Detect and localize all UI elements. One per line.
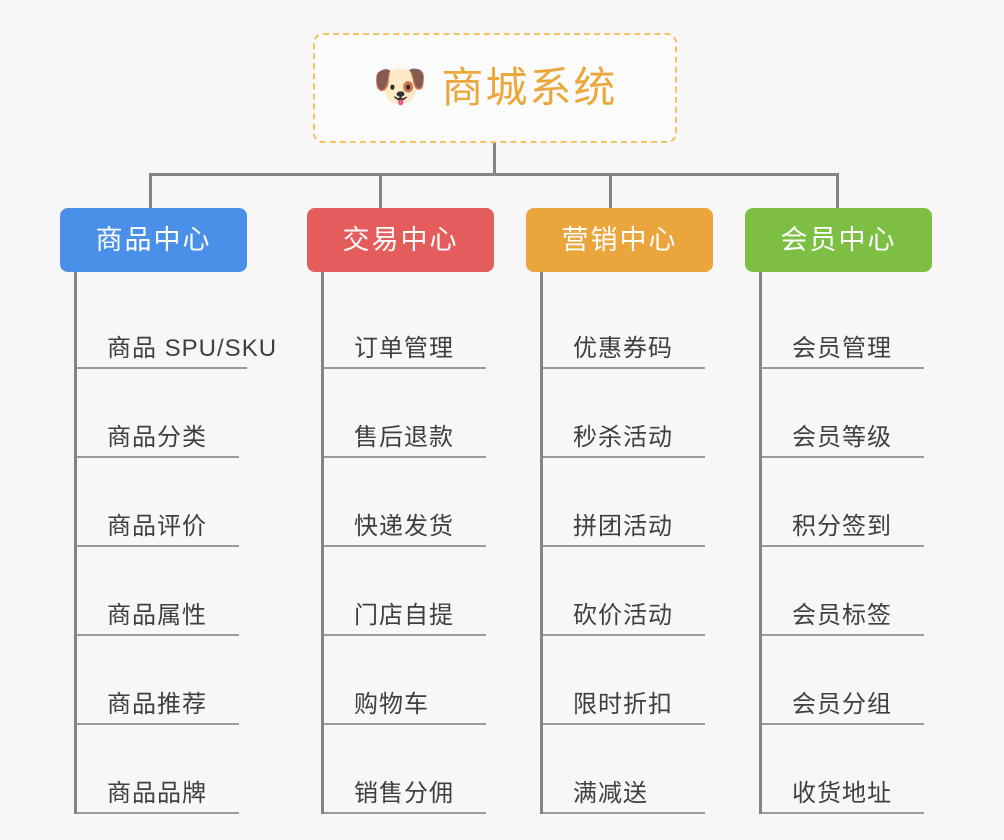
leaf-item-label: 积分签到 <box>792 513 892 541</box>
branch-spine-marketing-center: 优惠券码秒杀活动拼团活动砍价活动限时折扣满减送 <box>540 272 713 814</box>
leaf-item[interactable]: 门店自提 <box>324 547 494 636</box>
leaf-underline: 商品评价 <box>77 513 239 547</box>
leaf-underline: 商品推荐 <box>77 691 239 725</box>
leaf-underline: 订单管理 <box>324 335 486 369</box>
category-header-marketing-center[interactable]: 营销中心 <box>526 208 713 272</box>
leaf-item[interactable]: 会员等级 <box>762 369 932 458</box>
leaf-item[interactable]: 会员管理 <box>762 280 932 369</box>
leaf-item-label: 满减送 <box>573 780 648 808</box>
leaf-underline: 商品属性 <box>77 602 239 636</box>
leaf-item[interactable]: 订单管理 <box>324 280 494 369</box>
connector-drop-member-center <box>836 173 839 209</box>
leaf-item[interactable]: 商品评价 <box>77 458 247 547</box>
leaf-item[interactable]: 限时折扣 <box>543 636 713 725</box>
leaf-item-label: 收货地址 <box>792 780 892 808</box>
branch-spine-member-center: 会员管理会员等级积分签到会员标签会员分组收货地址 <box>759 272 932 814</box>
leaf-underline: 销售分佣 <box>324 780 486 814</box>
leaf-item[interactable]: 优惠券码 <box>543 280 713 369</box>
leaf-underline: 售后退款 <box>324 424 486 458</box>
leaf-item-label: 会员分组 <box>792 691 892 719</box>
leaf-underline: 拼团活动 <box>543 513 705 547</box>
leaf-item[interactable]: 快递发货 <box>324 458 494 547</box>
leaf-underline: 快递发货 <box>324 513 486 547</box>
leaf-underline: 门店自提 <box>324 602 486 636</box>
leaf-item-label: 商品分类 <box>107 424 207 452</box>
leaf-item-label: 销售分佣 <box>354 780 454 808</box>
leaf-underline: 购物车 <box>324 691 486 725</box>
connector-drop-product-center <box>149 173 152 209</box>
leaf-item-label: 会员管理 <box>792 335 892 363</box>
leaf-item-label: 售后退款 <box>354 424 454 452</box>
leaf-item[interactable]: 销售分佣 <box>324 725 494 814</box>
leaf-underline: 商品 SPU/SKU <box>77 335 276 369</box>
category-header-trade-center[interactable]: 交易中心 <box>307 208 494 272</box>
leaf-underline: 会员标签 <box>762 602 924 636</box>
leaf-underline: 商品品牌 <box>77 780 239 814</box>
leaf-item-label: 秒杀活动 <box>573 424 673 452</box>
category-column-marketing-center: 营销中心优惠券码秒杀活动拼团活动砍价活动限时折扣满减送 <box>526 208 713 814</box>
connector-drop-marketing-center <box>609 173 612 209</box>
leaf-item-label: 订单管理 <box>354 335 454 363</box>
leaf-underline: 优惠券码 <box>543 335 705 369</box>
leaf-underline: 积分签到 <box>762 513 924 547</box>
leaf-underline: 商品分类 <box>77 424 239 458</box>
connector-drop-trade-center <box>379 173 382 209</box>
category-column-trade-center: 交易中心订单管理售后退款快递发货门店自提购物车销售分佣 <box>307 208 494 814</box>
leaf-item[interactable]: 会员标签 <box>762 547 932 636</box>
leaf-item[interactable]: 购物车 <box>324 636 494 725</box>
leaf-item-label: 商品评价 <box>107 513 207 541</box>
leaf-item[interactable]: 售后退款 <box>324 369 494 458</box>
root-node-title: 商城系统 <box>441 64 618 111</box>
category-header-member-center[interactable]: 会员中心 <box>745 208 932 272</box>
leaf-item[interactable]: 商品分类 <box>77 369 247 458</box>
leaf-underline: 收货地址 <box>762 780 924 814</box>
leaf-underline: 砍价活动 <box>543 602 705 636</box>
leaf-underline: 会员分组 <box>762 691 924 725</box>
leaf-item-label: 快递发货 <box>354 513 454 541</box>
leaf-underline: 满减送 <box>543 780 705 814</box>
connector-horizontal-bus <box>149 173 839 176</box>
connector-root-vertical <box>493 143 496 176</box>
leaf-item[interactable]: 收货地址 <box>762 725 932 814</box>
leaf-underline: 会员管理 <box>762 335 924 369</box>
leaf-item-label: 商品 SPU/SKU <box>107 335 278 363</box>
leaf-item-label: 砍价活动 <box>573 602 673 630</box>
leaf-item[interactable]: 秒杀活动 <box>543 369 713 458</box>
leaf-item[interactable]: 拼团活动 <box>543 458 713 547</box>
leaf-item-label: 商品品牌 <box>107 780 207 808</box>
root-node-mall-system[interactable]: 🐶 商城系统 <box>313 33 677 143</box>
leaf-item[interactable]: 砍价活动 <box>543 547 713 636</box>
leaf-item[interactable]: 商品推荐 <box>77 636 247 725</box>
branch-spine-trade-center: 订单管理售后退款快递发货门店自提购物车销售分佣 <box>321 272 494 814</box>
leaf-item[interactable]: 商品属性 <box>77 547 247 636</box>
leaf-item-label: 商品推荐 <box>107 691 207 719</box>
leaf-item[interactable]: 积分签到 <box>762 458 932 547</box>
leaf-underline: 会员等级 <box>762 424 924 458</box>
leaf-item[interactable]: 会员分组 <box>762 636 932 725</box>
leaf-item[interactable]: 商品品牌 <box>77 725 247 814</box>
leaf-underline: 限时折扣 <box>543 691 705 725</box>
leaf-underline: 秒杀活动 <box>543 424 705 458</box>
leaf-item-label: 优惠券码 <box>573 335 673 363</box>
category-column-product-center: 商品中心商品 SPU/SKU 商品分类商品评价商品属性商品推荐商品品牌 <box>60 208 276 814</box>
leaf-item-label: 商品属性 <box>107 602 207 630</box>
leaf-item[interactable]: 商品 SPU/SKU <box>77 280 276 369</box>
branch-spine-product-center: 商品 SPU/SKU 商品分类商品评价商品属性商品推荐商品品牌 <box>74 272 276 814</box>
leaf-item-label: 购物车 <box>354 691 429 719</box>
dog-face-icon: 🐶 <box>372 62 428 111</box>
category-column-member-center: 会员中心会员管理会员等级积分签到会员标签会员分组收货地址 <box>745 208 932 814</box>
leaf-item-label: 拼团活动 <box>573 513 673 541</box>
leaf-item-label: 会员等级 <box>792 424 892 452</box>
leaf-item-label: 会员标签 <box>792 602 892 630</box>
leaf-item-label: 门店自提 <box>354 602 454 630</box>
leaf-item-label: 限时折扣 <box>573 691 673 719</box>
category-header-product-center[interactable]: 商品中心 <box>60 208 247 272</box>
leaf-item[interactable]: 满减送 <box>543 725 713 814</box>
